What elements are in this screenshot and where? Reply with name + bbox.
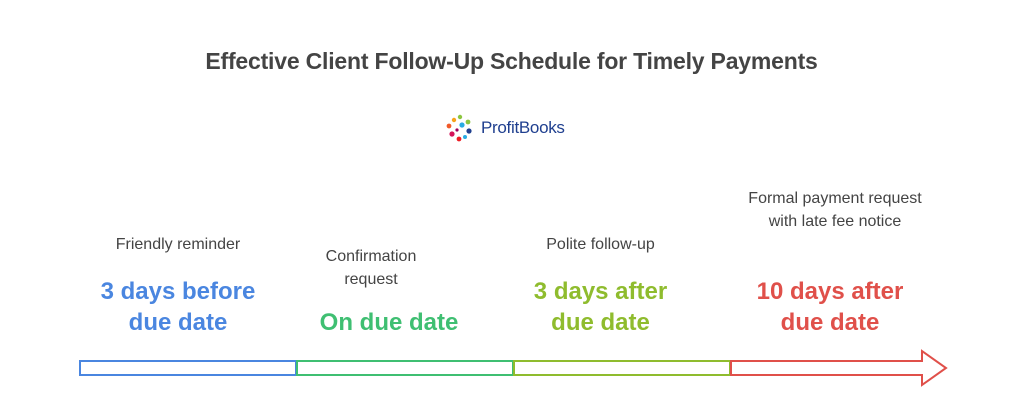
step-1-label: Friendly reminder <box>115 236 241 253</box>
step-4-value: 10 days after due date <box>756 278 904 336</box>
timeline-segment-1 <box>79 360 297 376</box>
step-1-value: 3 days before due date <box>100 278 256 336</box>
timeline-segment-4-arrow <box>730 349 948 387</box>
step-2-value: On due date <box>319 309 459 336</box>
page-title: Effective Client Follow-Up Schedule for … <box>205 48 818 74</box>
step-4-label: Formal payment request with late fee not… <box>748 190 922 230</box>
step-3-value: 3 days after due date <box>533 278 668 336</box>
timeline-segment-3 <box>513 360 731 376</box>
timeline-segment-2 <box>296 360 514 376</box>
step-2-label: Confirmation request <box>325 248 417 288</box>
profitbooks-logo-icon <box>446 114 472 142</box>
logo-text: ProfitBooks <box>481 118 565 137</box>
brand-logo: ProfitBooks <box>445 114 565 142</box>
step-3-label: Polite follow-up <box>546 236 655 253</box>
